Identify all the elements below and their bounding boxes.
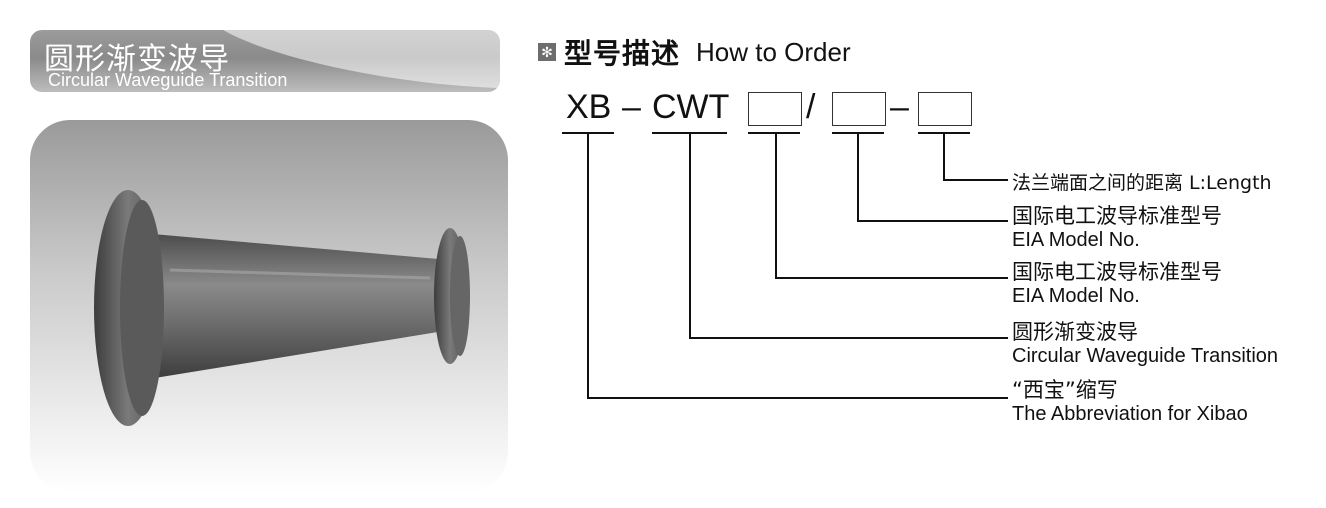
asterisk-bullet-icon: ✻	[538, 43, 556, 61]
code-dash-2: –	[890, 88, 909, 126]
desc-series-cn: 圆形渐变波导	[1012, 320, 1138, 344]
heading-english: How to Order	[696, 36, 851, 67]
code-dash-1: –	[622, 88, 641, 126]
code-slash: /	[806, 88, 816, 126]
desc-eia1-cn: 国际电工波导标准型号	[1012, 260, 1222, 284]
desc-length-cn: 法兰端面之间的距离 L:Length	[1012, 172, 1272, 194]
product-photo	[30, 120, 508, 492]
code-prefix: XB	[566, 88, 612, 126]
code-box-eia-2	[832, 92, 886, 126]
title-tab: 圆形渐变波导 Circular Waveguide Transition	[30, 30, 500, 92]
code-box-length	[918, 92, 972, 126]
desc-eia2-cn: 国际电工波导标准型号	[1012, 204, 1222, 228]
heading-chinese: 型号描述	[564, 37, 681, 70]
desc-prefix-cn: “西宝”缩写	[1012, 378, 1118, 402]
code-series: CWT	[652, 88, 730, 126]
desc-eia1-en: EIA Model No.	[1012, 285, 1140, 307]
desc-series-en: Circular Waveguide Transition	[1012, 345, 1279, 367]
how-to-order-heading: ✻ 型号描述 How to Order	[538, 34, 851, 70]
desc-eia2-en: EIA Model No.	[1012, 229, 1140, 251]
title-english: Circular Waveguide Transition	[48, 70, 288, 90]
waveguide-transition-illustration	[94, 190, 470, 426]
desc-prefix-en: The Abbreviation for Xibao	[1012, 403, 1248, 425]
code-box-eia-1	[748, 92, 802, 126]
title-chinese: 圆形渐变波导	[44, 42, 230, 77]
